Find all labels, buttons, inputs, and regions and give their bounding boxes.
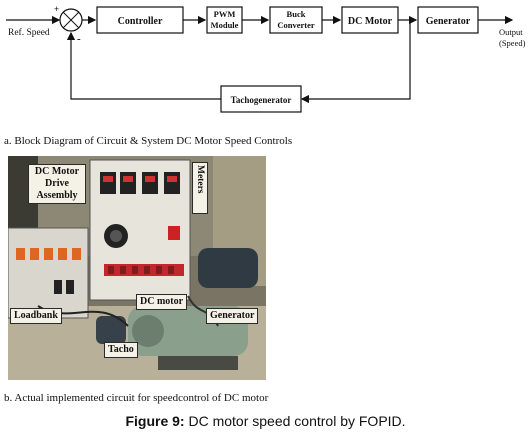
label-tacho: Tacho — [104, 342, 138, 358]
dc-motor-block — [341, 6, 399, 34]
controller-block — [96, 6, 184, 34]
generator-block — [417, 6, 479, 34]
caption-b: b. Actual implemented circuit for speedc… — [4, 392, 269, 404]
buck-converter-block — [269, 6, 323, 34]
loadbank-box — [8, 227, 89, 319]
label-meters: Meters — [192, 162, 208, 214]
buck-label-line2: Converter — [277, 20, 315, 30]
block-diagram: Ref. Speed + - Controller PWM Module Buc… — [6, 4, 526, 113]
minus-sign: - — [77, 33, 81, 45]
setup-photo: DC Motor Drive Assembly Meters Loadbank … — [8, 156, 266, 380]
label-generator: Generator — [206, 308, 259, 324]
pwm-label-line2: Module — [211, 20, 239, 30]
plus-sign: + — [54, 4, 59, 14]
figure-caption: Figure 9: DC motor speed control by FOPI… — [0, 413, 531, 429]
tachogenerator-label: Tachogenerator — [231, 95, 292, 105]
output-label-line2: (Speed) — [499, 38, 526, 48]
generator-machine — [198, 248, 258, 288]
tacho-machine — [96, 316, 126, 344]
figure-caption-text: DC motor speed control by FOPID. — [184, 413, 406, 429]
dc-motor-label: DC Motor — [348, 16, 393, 27]
controller-label: Controller — [118, 16, 163, 27]
pwm-module-block — [206, 6, 243, 34]
caption-a: a. Block Diagram of Circuit & System DC … — [4, 135, 293, 147]
label-dc-motor: DC motor — [136, 294, 188, 310]
pwm-label-line1: PWM — [214, 9, 236, 19]
buck-label-line1: Buck — [287, 9, 306, 19]
output-label-line1: Output — [499, 27, 523, 37]
label-drive-assembly: DC Motor Drive Assembly — [28, 164, 86, 204]
label-loadbank: Loadbank — [10, 308, 62, 324]
feedback-line-right — [300, 20, 411, 104]
feedback-line-left — [66, 31, 221, 100]
generator-label: Generator — [426, 16, 471, 27]
figure-label: Figure 9: — [125, 413, 185, 429]
input-label: Ref. Speed — [8, 27, 50, 38]
